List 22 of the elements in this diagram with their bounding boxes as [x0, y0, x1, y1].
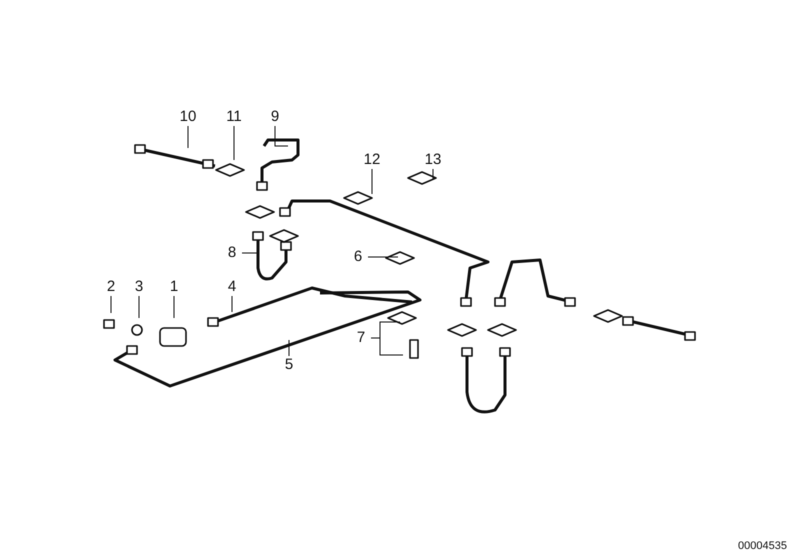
leader-line [242, 252, 258, 254]
callout-number: 4 [222, 278, 242, 296]
leader-line [288, 340, 290, 356]
callout-number: 13 [423, 151, 443, 169]
callout-number: 12 [362, 151, 382, 169]
leader-line [274, 126, 288, 146]
leader-line [370, 338, 404, 356]
callout-number: 9 [265, 108, 285, 126]
leader-line [110, 296, 112, 314]
leader-line [432, 168, 434, 180]
callout-number: 10 [178, 108, 198, 126]
part-number: 00004535 [738, 540, 787, 552]
callout-number: 6 [348, 248, 368, 266]
leader-line [138, 296, 140, 318]
callout-number: 3 [129, 278, 149, 296]
callout-number: 5 [279, 356, 299, 374]
callout-number: 8 [222, 244, 242, 262]
callout-number: 11 [224, 108, 244, 126]
callout-number: 7 [351, 329, 371, 347]
callout-number: 2 [101, 278, 121, 296]
leader-line [368, 256, 398, 258]
callout-number: 1 [164, 278, 184, 296]
